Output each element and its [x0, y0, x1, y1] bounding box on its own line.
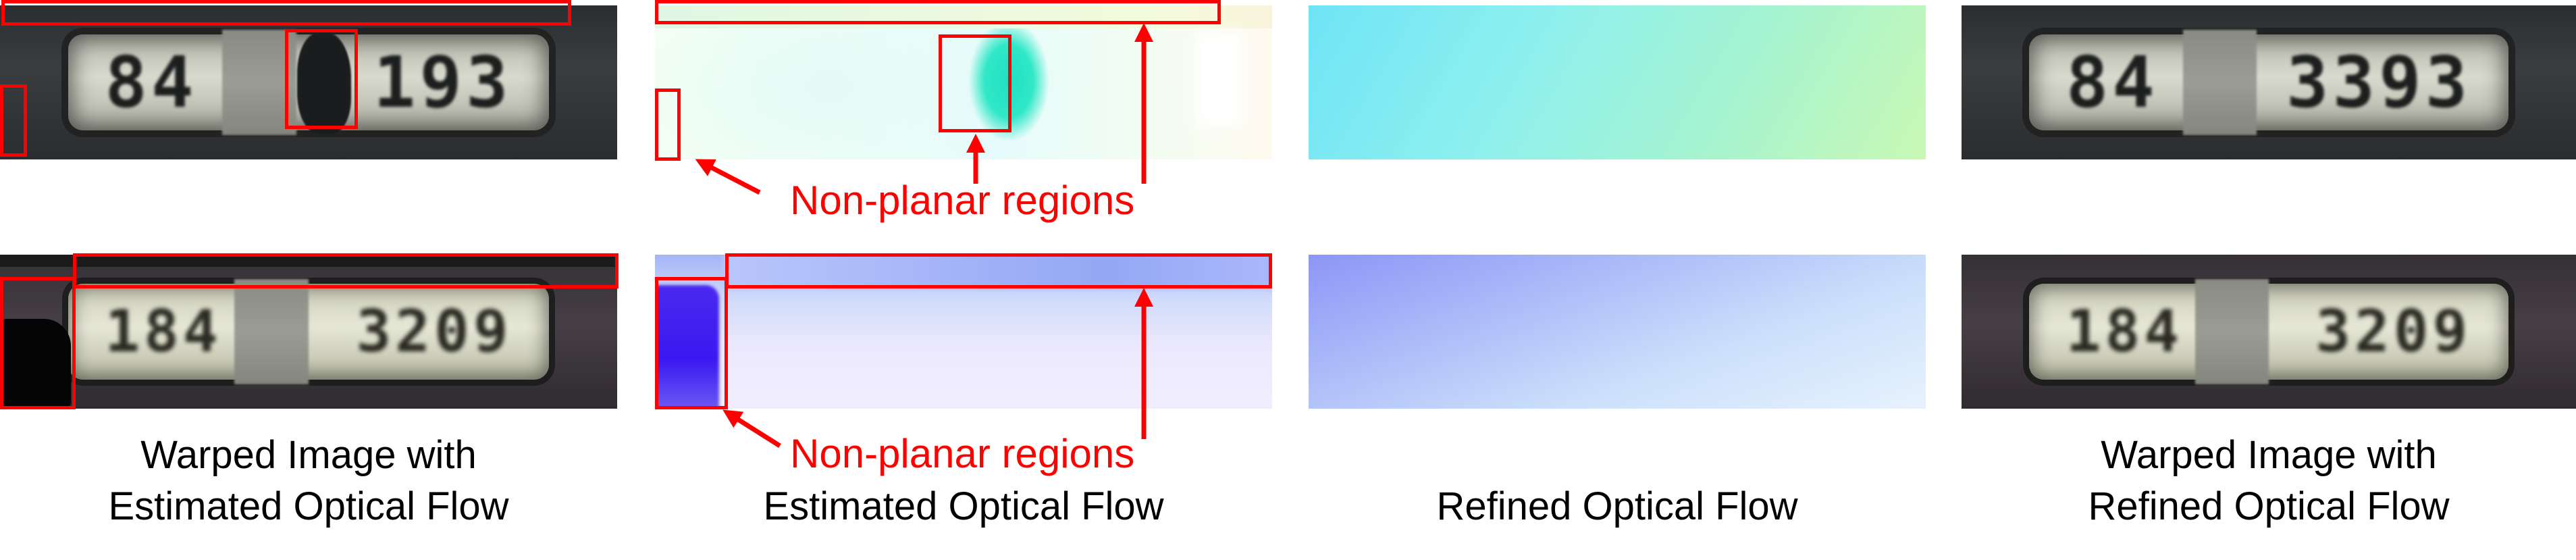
caption-col1-line2: Estimated Optical Flow [108, 484, 509, 528]
nonplanar-box-left-warped [0, 84, 27, 157]
nonplanar-box-top-warped-row2 [73, 253, 619, 288]
flow-blue-blob [655, 285, 719, 409]
nonplanar-box-top-flow-row2 [725, 253, 1272, 288]
arrow-to-left-region-row1 [695, 159, 761, 195]
license-plate: 184 3209 [2029, 284, 2508, 380]
plate-text-right: 3393 [2286, 41, 2472, 124]
plate-text-right: 3209 [2315, 297, 2472, 365]
license-plate: 84 3393 [2029, 34, 2508, 130]
nonplanar-box-cyan-flow [939, 34, 1011, 132]
plate-mask [222, 30, 296, 135]
nonplanar-box-top-flow [655, 0, 1221, 24]
nonplanar-box-left-flow-row2 [655, 277, 728, 409]
nonplanar-box-left-flow [655, 88, 681, 161]
caption-col4-line2: Refined Optical Flow [2088, 484, 2450, 528]
plate-text-left: 84 [2066, 41, 2159, 124]
caption-col2: Estimated Optical Flow [763, 484, 1164, 528]
warped-image-refined-row1: 84 3393 [1962, 5, 2576, 159]
plate-text-left: 184 [2066, 297, 2184, 365]
caption-col4-line1: Warped Image with [2101, 433, 2437, 477]
refined-flow-row1 [1309, 5, 1926, 159]
nonplanar-box-left-warped-row2 [0, 277, 76, 409]
flow-white-patch [1195, 32, 1242, 127]
warp-black-region [0, 319, 71, 409]
nonplanar-label-bottom: Non-planar regions [790, 431, 1135, 476]
flow-top-band [722, 255, 1272, 288]
warp-artifact [297, 32, 351, 134]
license-plate: 184 3209 [68, 284, 550, 380]
warped-image-refined-row2: 184 3209 [1962, 255, 2576, 409]
caption-col3: Refined Optical Flow [1436, 484, 1798, 528]
warp-top-edge [0, 255, 617, 267]
plate-mask [2194, 279, 2269, 384]
estimated-flow-row2 [655, 255, 1272, 409]
plate-mask [2182, 30, 2257, 135]
plate-text-right: 3209 [356, 297, 512, 365]
nonplanar-box-artifact-warped [285, 29, 358, 129]
caption-col4: Warped Image with Refined Optical Flow [1962, 430, 2576, 532]
plate-text-right: 193 [373, 41, 512, 124]
nonplanar-label-top: Non-planar regions [790, 178, 1135, 223]
flow-top-band [655, 5, 1272, 28]
caption-col1: Warped Image with Estimated Optical Flow [0, 430, 617, 532]
arrow-to-left-region-row2 [722, 409, 781, 448]
warped-image-estimated-row2: 184 3209 [0, 255, 617, 409]
refined-flow-row2 [1309, 255, 1926, 409]
caption-col1-line1: Warped Image with [140, 433, 477, 477]
estimated-flow-row1 [655, 5, 1272, 159]
nonplanar-box-top-edge-warped [1, 0, 571, 26]
plate-text-left: 184 [105, 297, 222, 365]
plate-mask [234, 279, 309, 384]
plate-text-left: 84 [105, 41, 198, 124]
